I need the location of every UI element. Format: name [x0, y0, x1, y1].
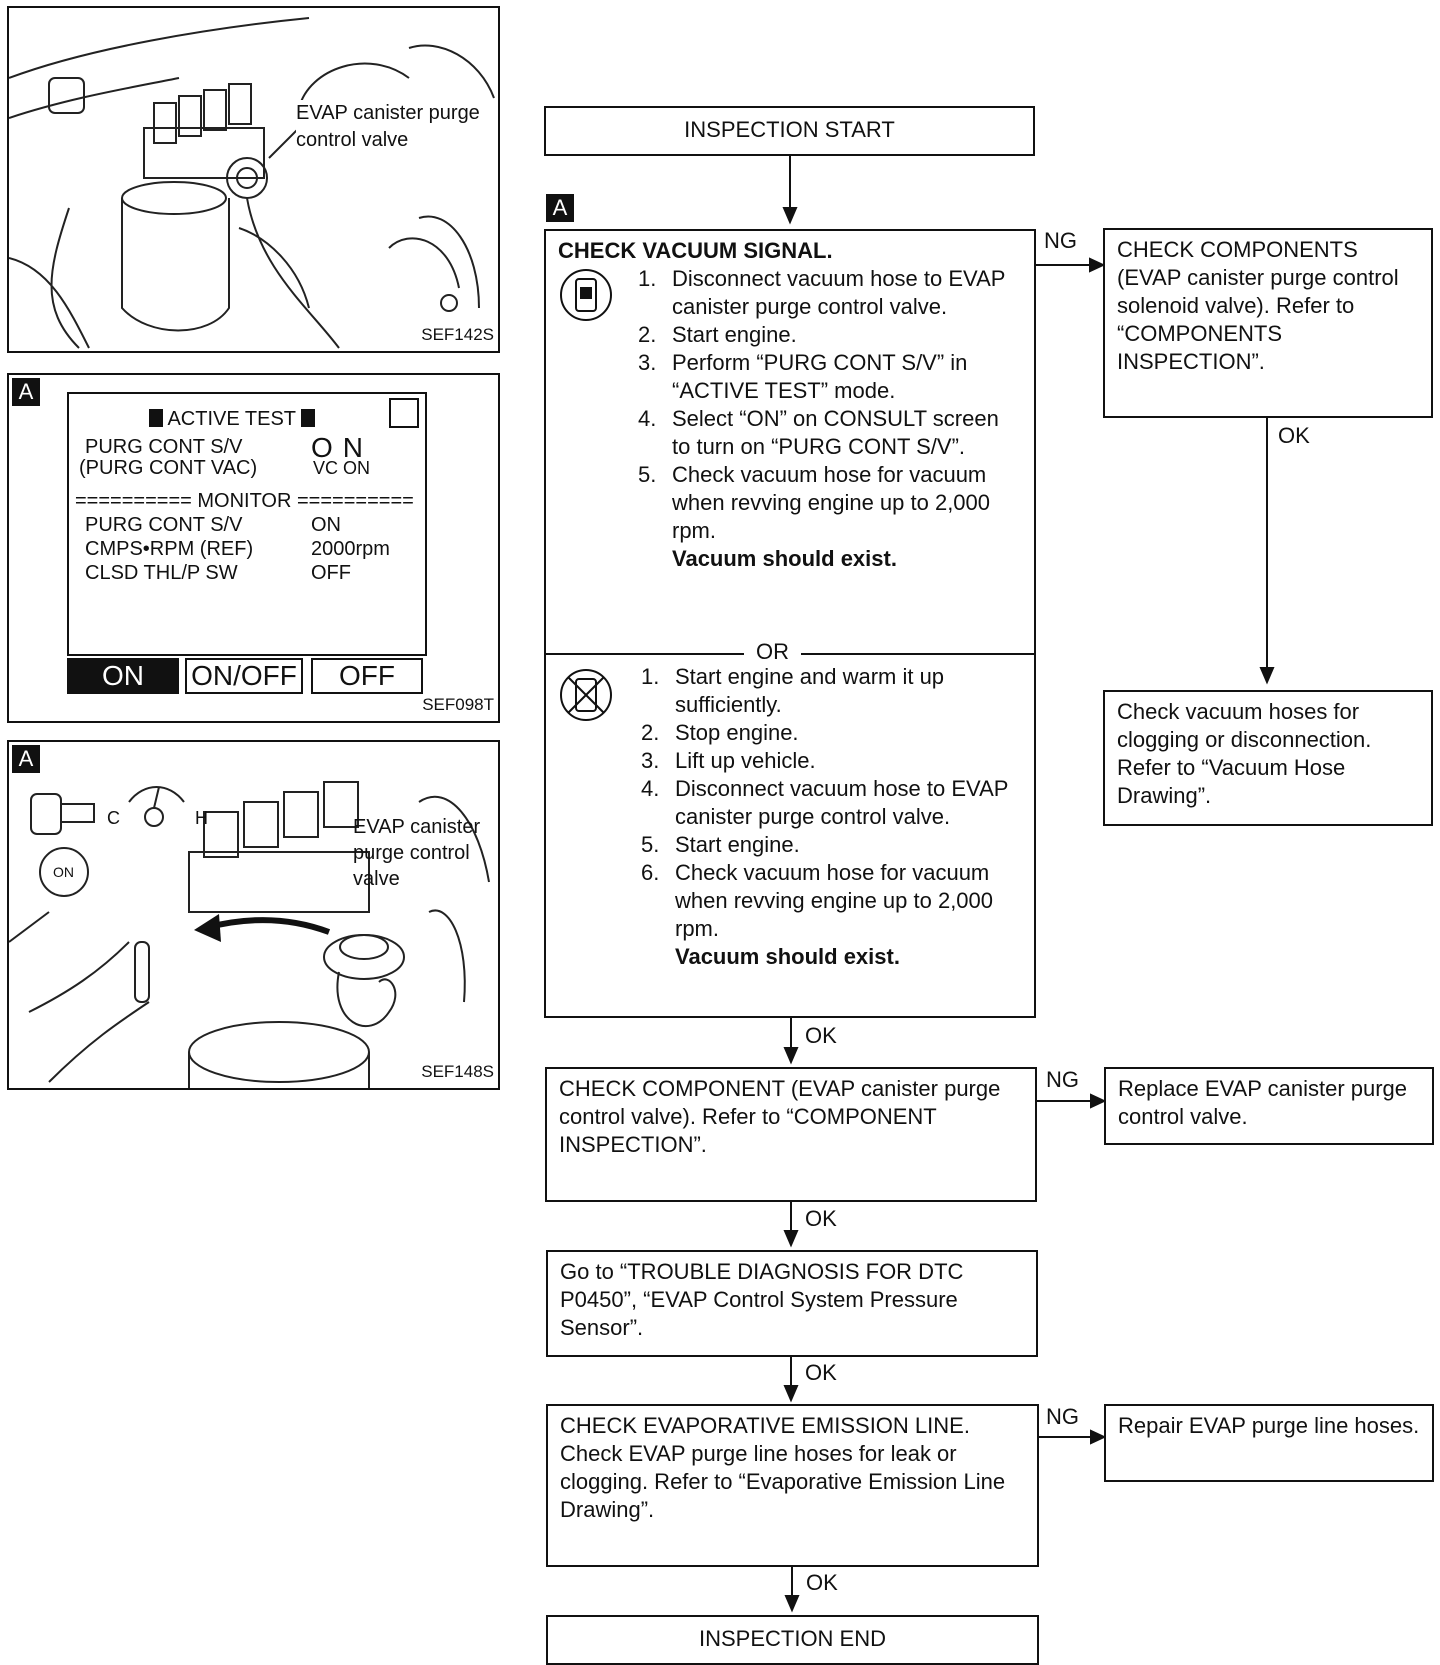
off-button[interactable]: OFF: [311, 658, 423, 694]
step-note: Vacuum should exist.: [672, 546, 897, 571]
step-item: 2.Start engine.: [638, 322, 797, 347]
repair-hoses-box: Repair EVAP purge line hoses.: [1104, 1404, 1434, 1482]
step-item: 1.Disconnect vacuum hose to EVAP caniste…: [638, 266, 1006, 319]
goto-dtc-box: Go to “TROUBLE DIAGNOSIS FOR DTC P0450”,…: [546, 1250, 1038, 1357]
engine-drawing-1: [9, 17, 495, 349]
inspection-start-box: INSPECTION START: [544, 106, 1035, 156]
monitor-value: OFF: [311, 562, 351, 584]
ok-label-2: OK: [805, 1206, 837, 1231]
step-item: 3.Perform “PURG CONT S/V” in “ACTIVE TES…: [638, 350, 968, 403]
step-item: 4.Disconnect vacuum hose to EVAP caniste…: [641, 776, 1009, 829]
or-label: OR: [744, 638, 801, 666]
step-item: 6.Check vacuum hose for vacuum when revv…: [641, 860, 994, 941]
no-consult-steps: 1.Start engine and warm it up sufficient…: [641, 663, 1026, 971]
engine-illustration-2: A C H ON EVA: [7, 740, 500, 1090]
ignition-key-icon: [39, 847, 89, 897]
monitor-row: PURG CONT S/V: [85, 514, 243, 536]
step-item: 2.Stop engine.: [641, 720, 799, 745]
replace-valve-box: Replace EVAP canister purge control valv…: [1104, 1067, 1434, 1145]
active-test-title: ACTIVE TEST: [149, 408, 316, 431]
monitor-value: 2000rpm: [311, 538, 390, 560]
badge-a: A: [12, 745, 40, 773]
test-item-name: PURG CONT S/V: [85, 436, 243, 458]
figure-ref-1: SEF142S: [421, 325, 494, 344]
step-title: CHECK VACUUM SIGNAL.: [558, 238, 833, 263]
engine-illustration-1: EVAP canister purge control valve SEF142…: [7, 6, 500, 353]
figure-ref-3: SEF148S: [421, 1062, 494, 1081]
step-item: 5.Start engine.: [641, 832, 800, 857]
valve-label-2: EVAP canister purge control valve: [353, 816, 481, 890]
figure-ref-2: SEF098T: [422, 695, 494, 714]
ng-label-3: NG: [1046, 1404, 1079, 1429]
ok-label-1: OK: [805, 1023, 837, 1048]
emission-line-title: CHECK EVAPORATIVE EMISSION LINE.: [560, 1413, 970, 1438]
check-component-box: CHECK COMPONENT (EVAP canister purge con…: [545, 1067, 1037, 1202]
ok-label-right: OK: [1278, 423, 1310, 448]
test-item-sub: (PURG CONT VAC): [79, 457, 258, 479]
screen-checkbox: [389, 398, 419, 428]
inspection-end-box: INSPECTION END: [546, 1615, 1039, 1665]
on-button[interactable]: ON: [67, 658, 179, 694]
monitor-row: CLSD THL/P SW: [85, 562, 238, 584]
key-on-label: ON: [53, 864, 74, 880]
check-vacuum-hoses-box: Check vacuum hoses for clogging or disco…: [1103, 690, 1433, 826]
step-item: 1.Start engine and warm it up sufficient…: [641, 664, 945, 717]
consult-screen: ACTIVE TEST PURG CONT S/V ON (PURG CONT …: [67, 392, 427, 656]
consult-screen-illustration: A ACTIVE TEST PURG CONT S/V ON (PURG CON…: [7, 373, 500, 723]
check-emission-line-box: CHECK EVAPORATIVE EMISSION LINE. Check E…: [546, 1404, 1039, 1567]
emission-line-body: Check EVAP purge line hoses for leak or …: [560, 1441, 1006, 1522]
monitor-row: CMPS•RPM (REF): [85, 538, 254, 560]
no-consult-icon: [560, 669, 612, 721]
valve-label-1: EVAP canister purge control valve: [296, 100, 496, 154]
on-off-button[interactable]: ON/OFF: [185, 658, 303, 694]
badge-a: A: [12, 378, 40, 406]
step-note: Vacuum should exist.: [675, 944, 900, 969]
ng-label-1: NG: [1044, 228, 1077, 253]
consult-steps: 1.Disconnect vacuum hose to EVAP caniste…: [638, 265, 1023, 573]
ok-label-3: OK: [805, 1360, 837, 1385]
check-components-box: CHECK COMPONENTS (EVAP canister purge co…: [1103, 228, 1433, 418]
gauge-c-label: C: [107, 808, 120, 828]
ng-label-2: NG: [1046, 1067, 1079, 1092]
monitor-value: ON: [311, 514, 341, 536]
step-a-badge: A: [546, 194, 574, 222]
step-item: 5.Check vacuum hose for vacuum when revv…: [638, 462, 991, 543]
monitor-divider: ========== MONITOR ==========: [75, 490, 414, 512]
consult-icon: [560, 269, 612, 321]
step-item: 4.Select “ON” on CONSULT screen to turn …: [638, 406, 999, 459]
gauge-h-label: H: [195, 808, 208, 828]
engine-drawing-2: [9, 781, 490, 1088]
test-item-state: ON: [311, 432, 373, 463]
step-item: 3.Lift up vehicle.: [641, 748, 816, 773]
engine-start-icon: [30, 793, 62, 835]
check-vacuum-signal-box: CHECK VACUUM SIGNAL. 1.Disconnect vacuum…: [544, 229, 1036, 1018]
test-item-sub-state: VC ON: [313, 458, 371, 478]
ok-label-4: OK: [806, 1570, 838, 1595]
